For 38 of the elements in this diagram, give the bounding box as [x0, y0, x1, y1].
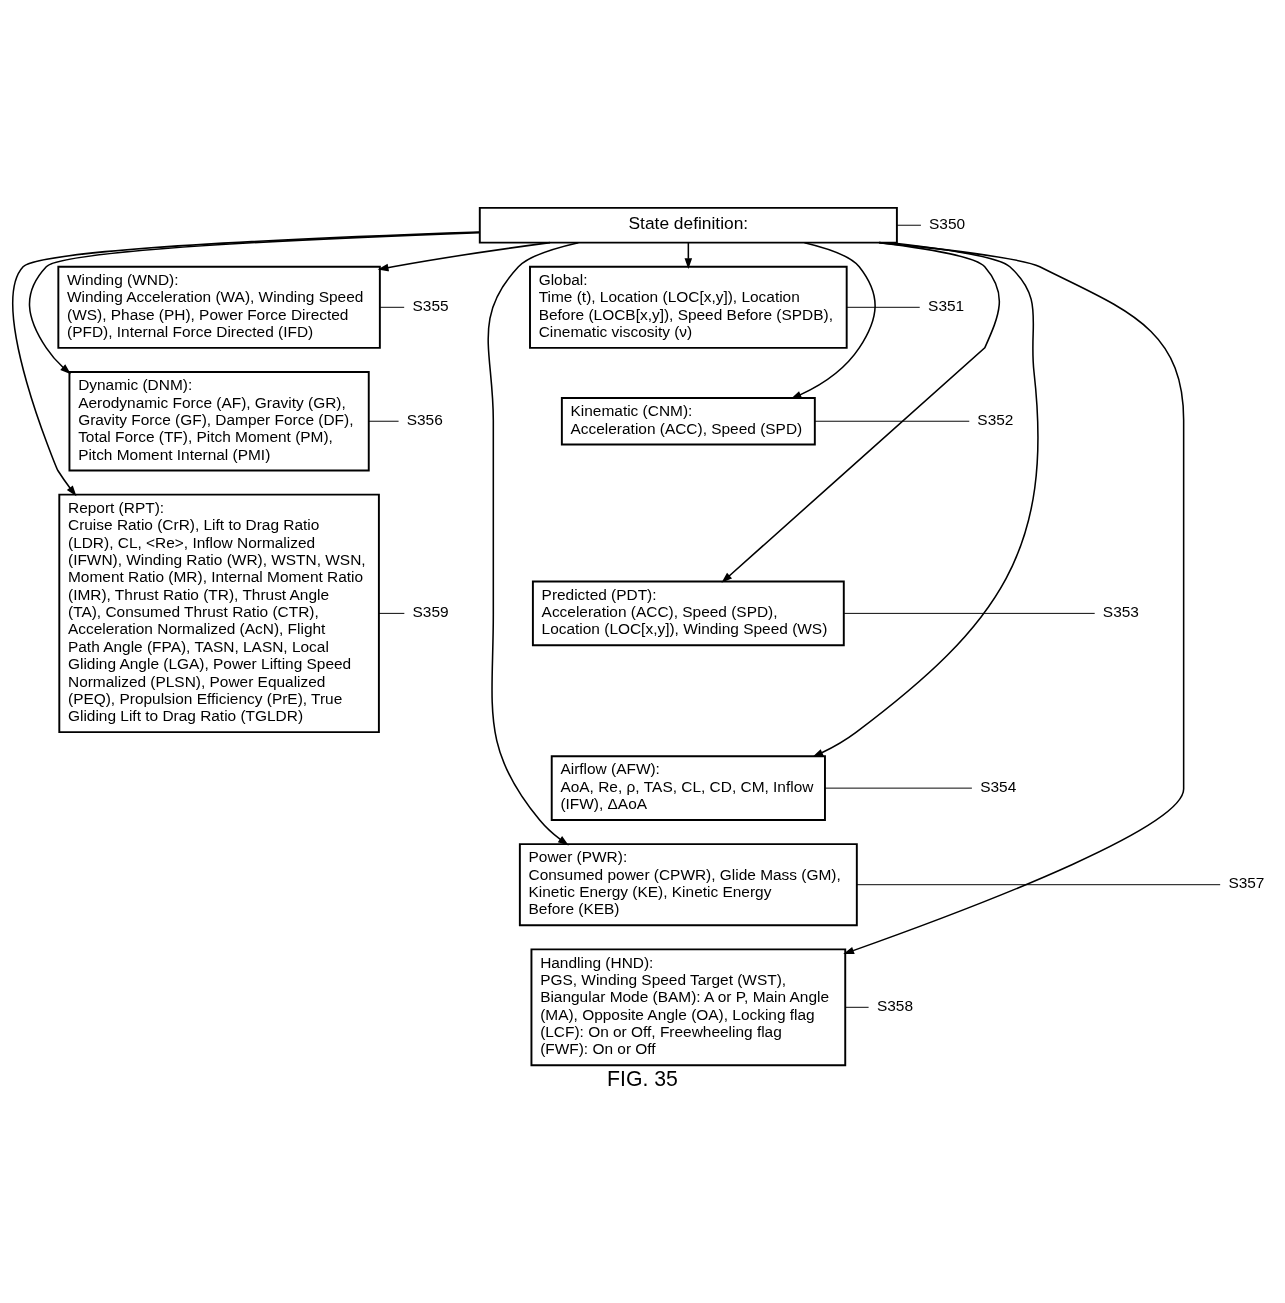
node-box: Power (PWR): Consumed power (CPWR), Glide Mass (GM), Kinetic Energy (KE), Kinetic Energy Before (KEB) [518, 842, 858, 926]
node-box: Handling (HND): PGS, Winding Speed Target (WST), Biangular Mode (BAM): A or P, Main Angle (MA), Opposite Angle (OA), Locking flag (LCF): On or Off, Freewheeling flag (FWF): On or Off [530, 947, 847, 1066]
node-text: S355 [412, 296, 449, 314]
arrow [843, 241, 1185, 954]
node-text: S353 [1102, 602, 1139, 620]
connector [843, 612, 1096, 614]
node-box: Dynamic (DNM): Aerodynamic Force (AF), Gravity (GR), Gravity Force (GF), Damper Force (DF), Total Force (TF), Pitch Moment (PM), Pitch Moment Internal (PMI) [68, 370, 370, 471]
connector [814, 420, 970, 422]
arrow [12, 230, 481, 496]
connector [379, 306, 405, 308]
node-text: S351 [928, 296, 965, 314]
node-text: S350 [929, 214, 966, 232]
node-box: Winding (WND): Winding Acceleration (WA), Winding Speed (WS), Phase (PH), Power Force Directed (PFD), Internal Force Directed (IFD) [57, 265, 381, 349]
connector [856, 883, 1221, 885]
node-box: Predicted (PDT): Acceleration (ACC), Speed (SPD), Location (LOC[x,y]), Winding Speed (WS) [531, 580, 845, 646]
arrow [721, 241, 1001, 583]
arrow [487, 241, 580, 845]
arrow [377, 241, 551, 271]
node-text: S358 [876, 996, 913, 1014]
caption: FIG. 35 [607, 1066, 678, 1091]
node-box: Global: Time (t), Location (LOC[x,y]), Location Before (LOCB[x,y]), Speed Before (SPDB), Cinematic viscosity (ν) [529, 265, 848, 349]
node-box: State definition: [478, 206, 898, 244]
node-box: Kinematic (CNM): Acceleration (ACC), Speed (SPD) [560, 396, 816, 445]
connector [378, 612, 405, 614]
connector [846, 306, 921, 308]
connector [824, 787, 973, 789]
connector [896, 224, 922, 226]
arrow [812, 241, 1039, 757]
node-text: S352 [977, 410, 1014, 428]
node-text: S356 [406, 410, 443, 428]
arrow [790, 241, 876, 399]
connector [368, 420, 400, 422]
node-box: Airflow (AFW): AoA, Re, ρ, TAS, CL, CD, CM, Inflow (IFW), ΔAoA [550, 754, 826, 821]
connector [844, 1006, 870, 1008]
node-text: S354 [980, 777, 1017, 795]
node-text: S359 [412, 602, 449, 620]
node-text: S357 [1228, 873, 1265, 891]
node-box: Report (RPT): Cruise Ratio (CrR), Lift to Drag Ratio (LDR), CL, <Re>, Inflow Normalized (IFWN), Winding Ratio (WR), WSTN, WSN, Moment Ratio (MR), Internal Moment Ratio (IMR), Thrust Ratio (TR), Thrust Angle (TA), Consumed Thrust Ratio (CTR), Acceleration Normalized (AcN), Flight Path Angle (FPA), TASN, LASN, Local Gliding Angle (LGA), Power Lifting Speed Normalized (PLSN), Power Equalized (PEQ), Propulsion Efficiency (PrE), True Gliding Lift to Drag Ratio (TGLDR) [58, 493, 380, 733]
